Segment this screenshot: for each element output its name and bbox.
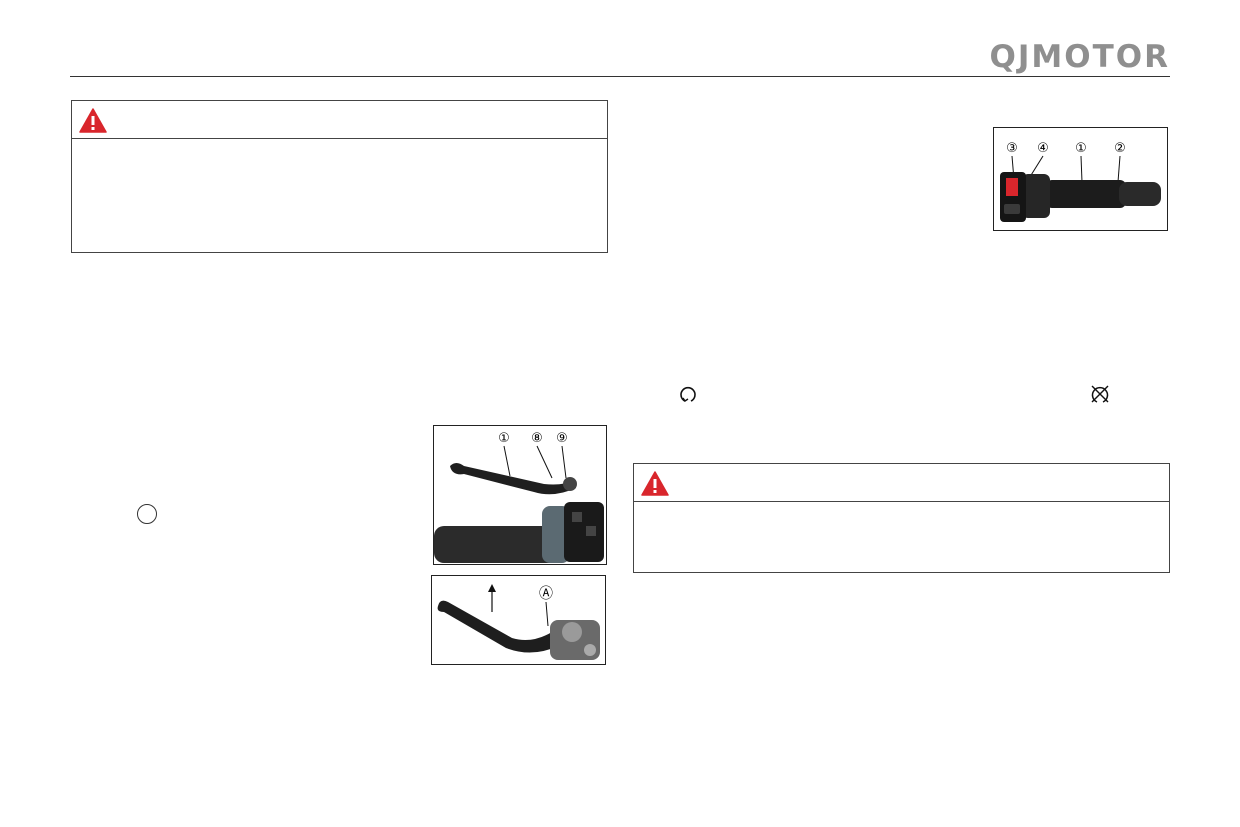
warning-triangle-icon bbox=[79, 108, 107, 133]
engine-stop-icon bbox=[1091, 385, 1109, 403]
callout-label: ⑧ bbox=[531, 431, 543, 446]
callout-label: ③ bbox=[1006, 141, 1018, 156]
warning-triangle-icon bbox=[641, 471, 669, 496]
warning-header bbox=[634, 464, 1169, 502]
header-rule bbox=[70, 76, 1170, 77]
clutch-lever-figure: Ⓐ bbox=[431, 575, 606, 665]
arrow-up-icon bbox=[488, 584, 496, 592]
warning-header bbox=[72, 101, 607, 139]
callout-label: ⑨ bbox=[556, 431, 568, 446]
engine-run-icon bbox=[680, 386, 696, 402]
callout-label: ① bbox=[1075, 141, 1087, 156]
warning-box-2 bbox=[633, 463, 1170, 573]
callout-label: ② bbox=[1114, 141, 1126, 156]
warning-box-1 bbox=[71, 100, 608, 253]
left-switch-figure: ① ⑧ ⑨ bbox=[433, 425, 607, 565]
callout-label: Ⓐ bbox=[539, 586, 553, 602]
brand-logo: QJMOTOR bbox=[989, 39, 1170, 75]
circle-marker-icon bbox=[137, 504, 157, 524]
callout-label: ① bbox=[498, 431, 510, 446]
throttle-grip-figure: ③ ④ ① ② bbox=[993, 127, 1168, 231]
callout-label: ④ bbox=[1037, 141, 1049, 156]
